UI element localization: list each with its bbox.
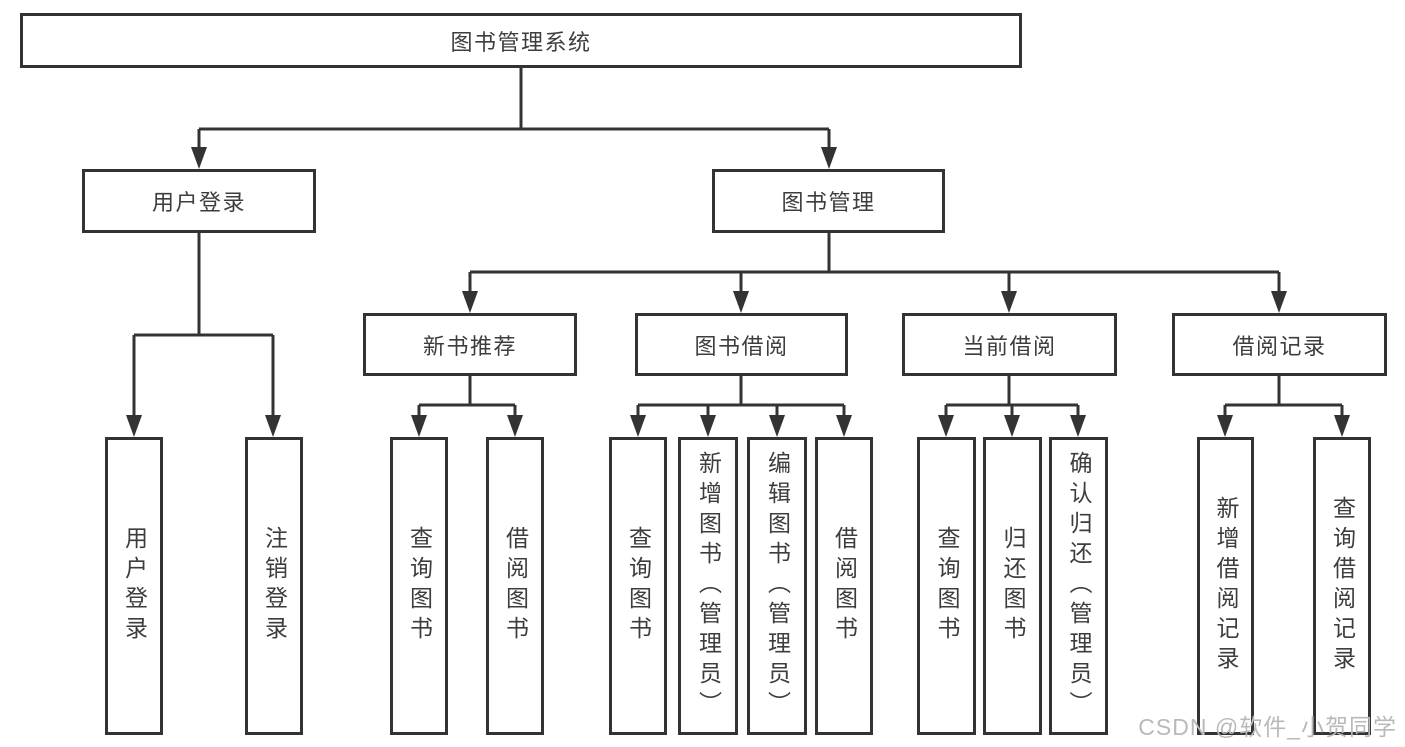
node-book-borrow: 图书借阅	[635, 313, 848, 376]
leaf-confirm-return-admin-label: 确认归还（管理员）	[1066, 451, 1092, 721]
node-user-login: 用户登录	[82, 169, 316, 233]
leaf-query-borrow-record-label: 查询借阅记录	[1329, 496, 1356, 676]
node-current-borrow: 当前借阅	[902, 313, 1117, 376]
leaf-edit-book-admin: 编辑图书（管理员）	[747, 437, 807, 735]
node-book-management-label: 图书管理	[781, 190, 876, 215]
leaf-user-login: 用户登录	[105, 437, 163, 735]
leaf-add-borrow-record: 新增借阅记录	[1197, 437, 1254, 735]
node-current-borrow-label: 当前借阅	[962, 333, 1057, 359]
leaf-query-book-3: 查询图书	[917, 437, 976, 735]
leaf-query-book-1: 查询图书	[390, 437, 448, 735]
leaf-query-book-2-label: 查询图书	[625, 526, 652, 646]
leaf-add-book-admin-label: 新增图书（管理员）	[695, 451, 722, 721]
leaf-edit-book-admin-label: 编辑图书（管理员）	[764, 451, 791, 721]
leaf-borrow-book-1-label: 借阅图书	[502, 526, 529, 646]
node-borrow-record: 借阅记录	[1172, 313, 1387, 376]
leaf-query-book-1-label: 查询图书	[406, 526, 433, 646]
node-new-book-recommend-label: 新书推荐	[422, 333, 517, 359]
leaf-borrow-book-2-label: 借阅图书	[831, 526, 858, 646]
leaf-query-book-2: 查询图书	[609, 437, 667, 735]
leaf-logout: 注销登录	[245, 437, 303, 735]
node-root-label: 图书管理系统	[450, 29, 592, 55]
leaf-user-login-label: 用户登录	[121, 526, 148, 646]
leaf-add-borrow-record-label: 新增借阅记录	[1213, 496, 1239, 676]
leaf-borrow-book-1: 借阅图书	[486, 437, 544, 735]
node-borrow-record-label: 借阅记录	[1232, 333, 1327, 359]
arrowheads	[126, 147, 1350, 437]
node-book-management: 图书管理	[712, 169, 945, 233]
leaf-query-borrow-record: 查询借阅记录	[1313, 437, 1371, 735]
leaf-logout-label: 注销登录	[261, 526, 288, 646]
leaf-query-book-3-label: 查询图书	[934, 526, 960, 646]
node-root: 图书管理系统	[20, 13, 1022, 68]
leaf-borrow-book-2: 借阅图书	[815, 437, 873, 735]
csdn-watermark: CSDN @软件_小贺同学	[1138, 714, 1397, 740]
node-new-book-recommend: 新书推荐	[363, 313, 577, 376]
leaf-return-book: 归还图书	[983, 437, 1042, 735]
leaf-return-book-label: 归还图书	[1000, 526, 1026, 646]
leaf-confirm-return-admin: 确认归还（管理员）	[1049, 437, 1108, 735]
node-user-login-label: 用户登录	[151, 190, 246, 215]
node-book-borrow-label: 图书借阅	[694, 333, 789, 359]
leaf-add-book-admin: 新增图书（管理员）	[678, 437, 738, 735]
